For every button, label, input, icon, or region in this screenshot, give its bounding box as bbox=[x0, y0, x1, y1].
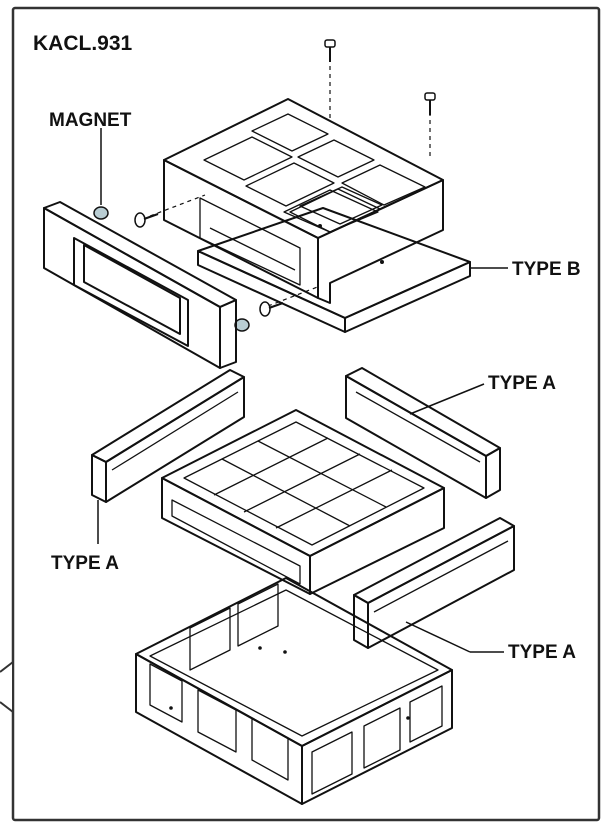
front-bezel-panel bbox=[43, 201, 237, 369]
mounting-screws bbox=[134, 39, 436, 317]
inner-frame bbox=[161, 409, 445, 595]
top-grille-frame bbox=[163, 98, 444, 304]
type-a-right-lower-leader-line bbox=[405, 621, 471, 653]
screw-icon bbox=[134, 212, 159, 228]
screw-icon bbox=[259, 301, 284, 317]
magnet-icon bbox=[234, 318, 250, 332]
base-cabinet bbox=[135, 577, 453, 805]
magnet-icon bbox=[93, 206, 109, 220]
screw-icon bbox=[324, 39, 336, 62]
type-b-tray bbox=[197, 207, 471, 333]
type-a-right-lower-label: TYPE A bbox=[508, 642, 576, 663]
type-b-label: TYPE B bbox=[512, 259, 581, 280]
type-a-right-upper-leader-line bbox=[409, 383, 485, 415]
type-a-panel-left bbox=[91, 369, 245, 503]
type-a-right-upper-label: TYPE A bbox=[488, 373, 556, 394]
model-number-title: KACL.931 bbox=[33, 32, 133, 55]
screw-icon bbox=[424, 92, 436, 115]
magnet-label: MAGNET bbox=[49, 110, 132, 131]
type-a-panel-right-upper bbox=[345, 367, 501, 499]
diagram-border bbox=[11, 6, 601, 822]
callout-bracket bbox=[0, 659, 14, 715]
type-a-left-label: TYPE A bbox=[51, 553, 119, 574]
